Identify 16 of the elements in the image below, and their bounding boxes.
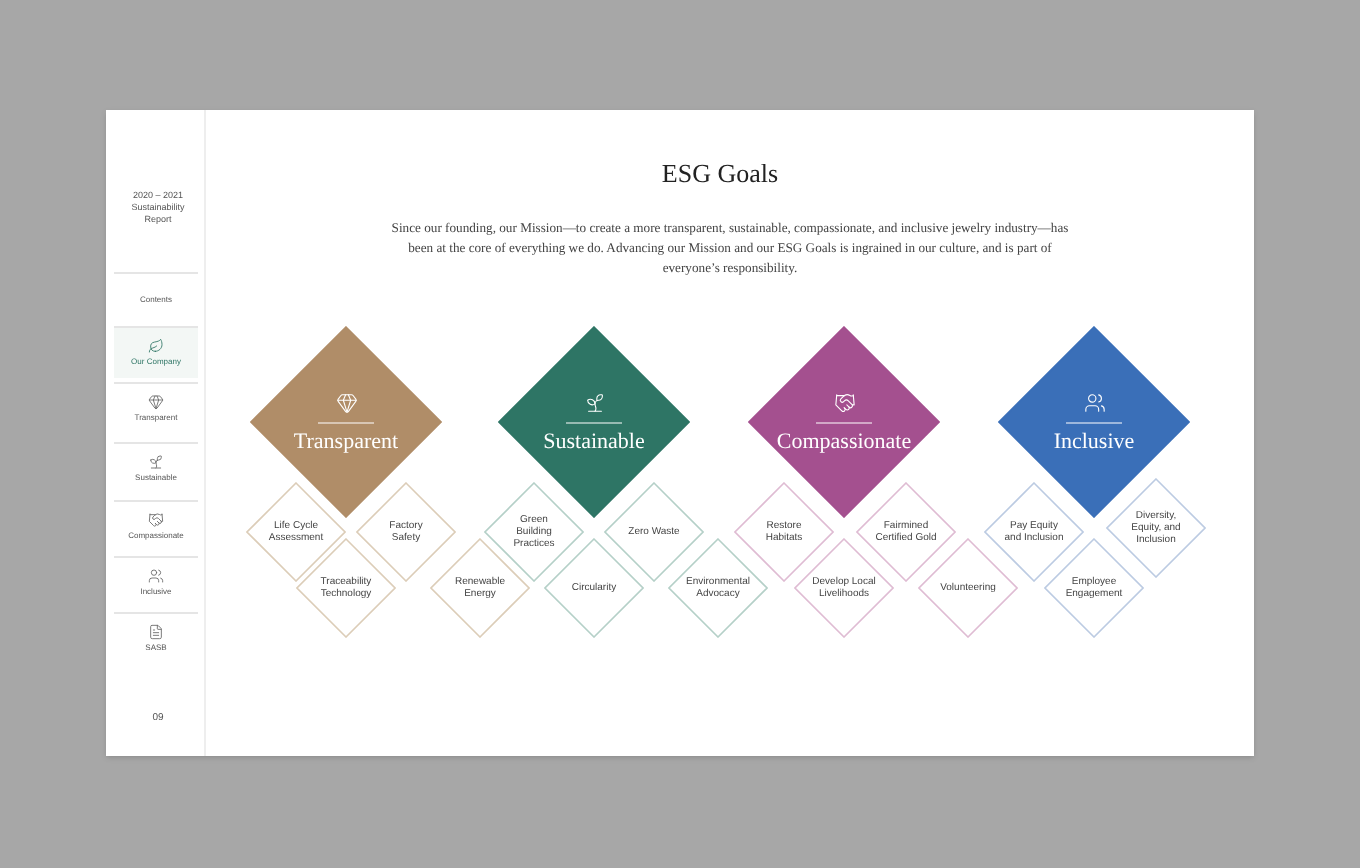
- goal-diamond: [748, 326, 940, 518]
- initiative-diamond: [1044, 538, 1144, 638]
- initiative-diamond: [856, 482, 956, 582]
- initiative-diamond: [918, 538, 1018, 638]
- goal-diamond: [498, 326, 690, 518]
- page-title: ESG Goals: [659, 156, 781, 192]
- goal-diamond: [998, 326, 1190, 518]
- goal-title: Sustainable: [543, 431, 645, 453]
- initiative-diamond: [794, 538, 894, 638]
- goal-title: Inclusive: [1053, 431, 1135, 453]
- initiative-diamond: [296, 538, 396, 638]
- goal-title: Compassionate: [776, 431, 912, 453]
- initiative-diamond: [1106, 478, 1206, 578]
- goal-diamond: [250, 326, 442, 518]
- goal-title: Transparent: [293, 431, 399, 453]
- initiative-diamond: [668, 538, 768, 638]
